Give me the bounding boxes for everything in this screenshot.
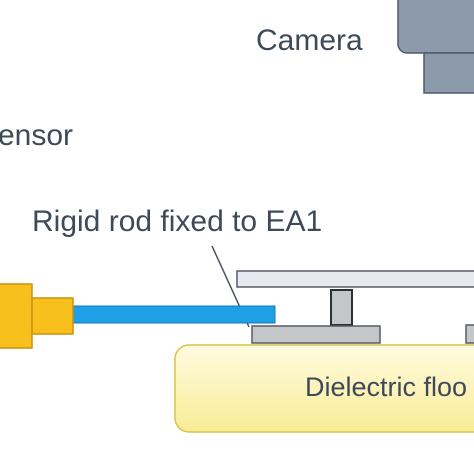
camera-body (397, 0, 474, 54)
dielectric-floor (174, 344, 474, 433)
sensor-label: ensor (0, 119, 73, 152)
top-platform (236, 270, 474, 288)
platform-post-right (465, 324, 474, 344)
sensor-tip (31, 297, 74, 335)
camera (397, 0, 474, 94)
force-sensor (0, 283, 74, 349)
sensor-body (0, 283, 33, 349)
rod-label: Rigid rod fixed to EA1 (32, 205, 322, 238)
camera-lens (423, 52, 474, 94)
platform-post-center (330, 289, 353, 326)
camera-label: Camera (256, 24, 363, 57)
rigid-rod (71, 305, 276, 324)
base-pad (251, 325, 381, 344)
floor-label: Dielectric floo (305, 372, 467, 402)
